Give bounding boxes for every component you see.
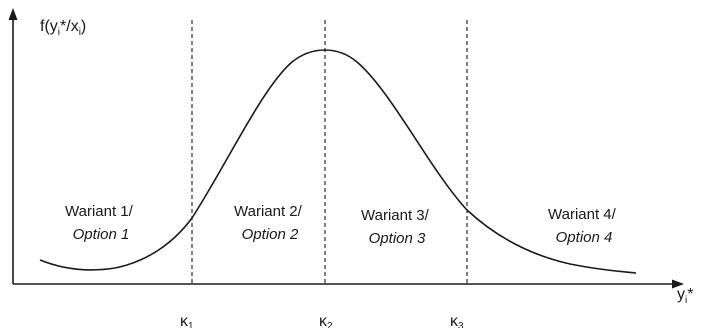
region-2-label: Wariant 2/ Option 2 — [234, 203, 306, 243]
threshold-label-2: κ2 — [319, 313, 333, 328]
x-axis-label: yi* — [677, 286, 693, 306]
threshold-label-1: κ1 — [180, 313, 194, 328]
region-4-label: Wariant 4/ Option 4 — [548, 206, 620, 246]
region-3-label: Wariant 3/ Option 3 — [361, 207, 433, 247]
y-axis-arrowhead — [8, 8, 18, 20]
y-axis-label: f(yi*/xi) — [40, 18, 86, 38]
region-1-label: Wariant 1/ Option 1 — [65, 203, 137, 243]
density-curve — [39, 49, 637, 274]
x-axis-arrowhead — [672, 279, 684, 289]
threshold-label-3: κ3 — [450, 313, 464, 328]
